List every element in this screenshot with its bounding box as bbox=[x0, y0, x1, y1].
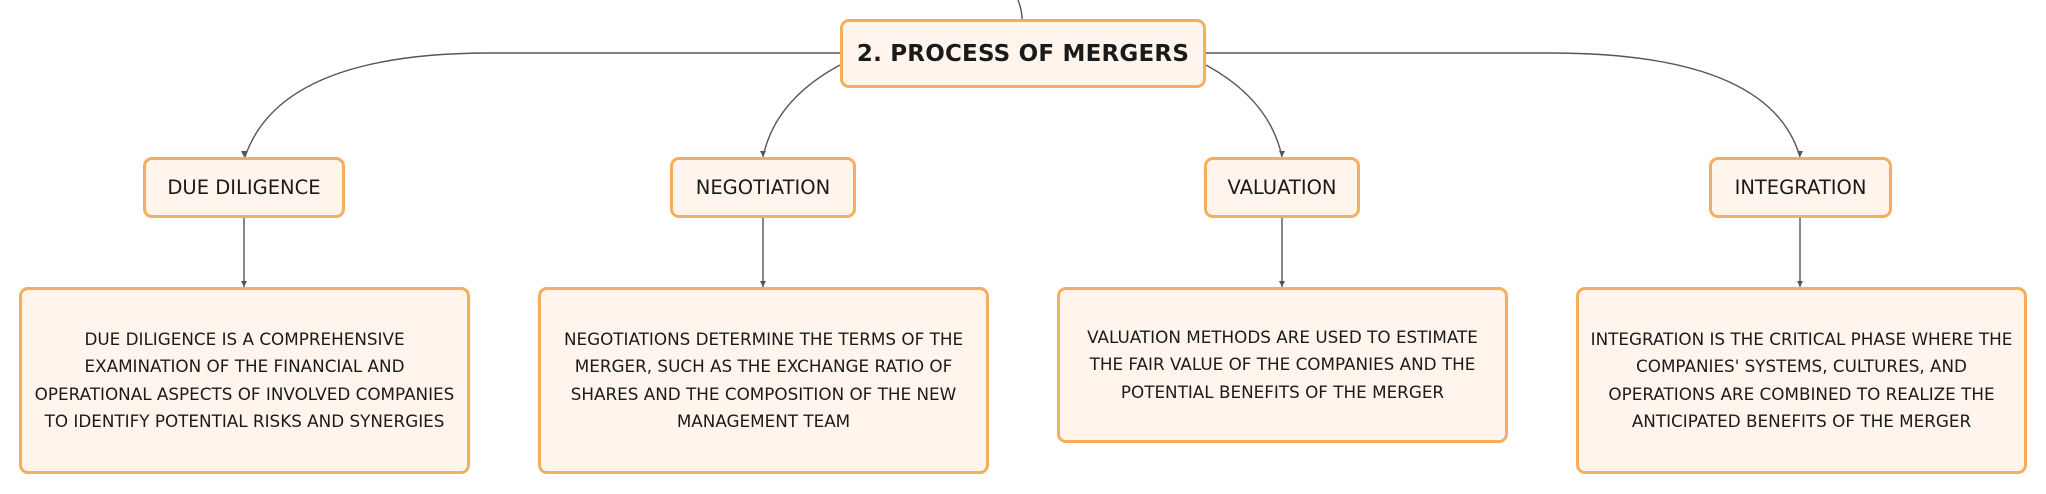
arrowhead-negotiation-description bbox=[760, 281, 766, 287]
arrowhead-integration bbox=[1797, 151, 1803, 157]
description-text: INTEGRATION IS THE CRITICAL PHASE WHERE … bbox=[1590, 328, 2013, 432]
connector-root-to-negotiation bbox=[762, 64, 841, 158]
description-node-due-diligence[interactable]: DUE DILIGENCE IS A COMPREHENSIVE EXAMINA… bbox=[19, 287, 470, 474]
description-text: DUE DILIGENCE IS A COMPREHENSIVE EXAMINA… bbox=[34, 328, 455, 432]
arrowhead-valuation bbox=[1279, 151, 1285, 157]
branch-node-negotiation[interactable]: NEGOTIATION bbox=[670, 157, 856, 218]
branch-node-due-diligence[interactable]: DUE DILIGENCE bbox=[143, 157, 345, 218]
description-node-negotiation[interactable]: NEGOTIATIONS DETERMINE THE TERMS OF THE … bbox=[538, 287, 989, 474]
connector-parent-to-root bbox=[1017, 0, 1023, 20]
connector-root-to-due-diligence bbox=[244, 52, 840, 158]
branch-node-label: VALUATION bbox=[1227, 176, 1337, 199]
description-text: NEGOTIATIONS DETERMINE THE TERMS OF THE … bbox=[563, 328, 964, 432]
description-node-integration[interactable]: INTEGRATION IS THE CRITICAL PHASE WHERE … bbox=[1576, 287, 2027, 474]
arrowhead-due-diligence-description bbox=[241, 281, 247, 287]
arrowhead-integration-description bbox=[1797, 281, 1803, 287]
connector-root-to-integration bbox=[1206, 52, 1801, 158]
arrowhead-valuation-description bbox=[1279, 281, 1285, 287]
connector-root-to-valuation bbox=[1205, 64, 1283, 158]
description-node-valuation[interactable]: VALUATION METHODS ARE USED TO ESTIMATE T… bbox=[1057, 287, 1508, 443]
arrowhead-negotiation bbox=[760, 151, 766, 157]
branch-node-integration[interactable]: INTEGRATION bbox=[1709, 157, 1892, 218]
branch-node-label: DUE DILIGENCE bbox=[167, 176, 321, 199]
branch-node-valuation[interactable]: VALUATION bbox=[1204, 157, 1360, 218]
description-text: VALUATION METHODS ARE USED TO ESTIMATE T… bbox=[1087, 326, 1478, 402]
root-node-label: 2. PROCESS OF MERGERS bbox=[856, 40, 1190, 67]
branch-node-label: INTEGRATION bbox=[1734, 176, 1867, 199]
arrowhead-due-diligence bbox=[241, 151, 247, 157]
root-node-process-of-mergers[interactable]: 2. PROCESS OF MERGERS bbox=[840, 19, 1206, 88]
branch-node-label: NEGOTIATION bbox=[695, 176, 831, 199]
